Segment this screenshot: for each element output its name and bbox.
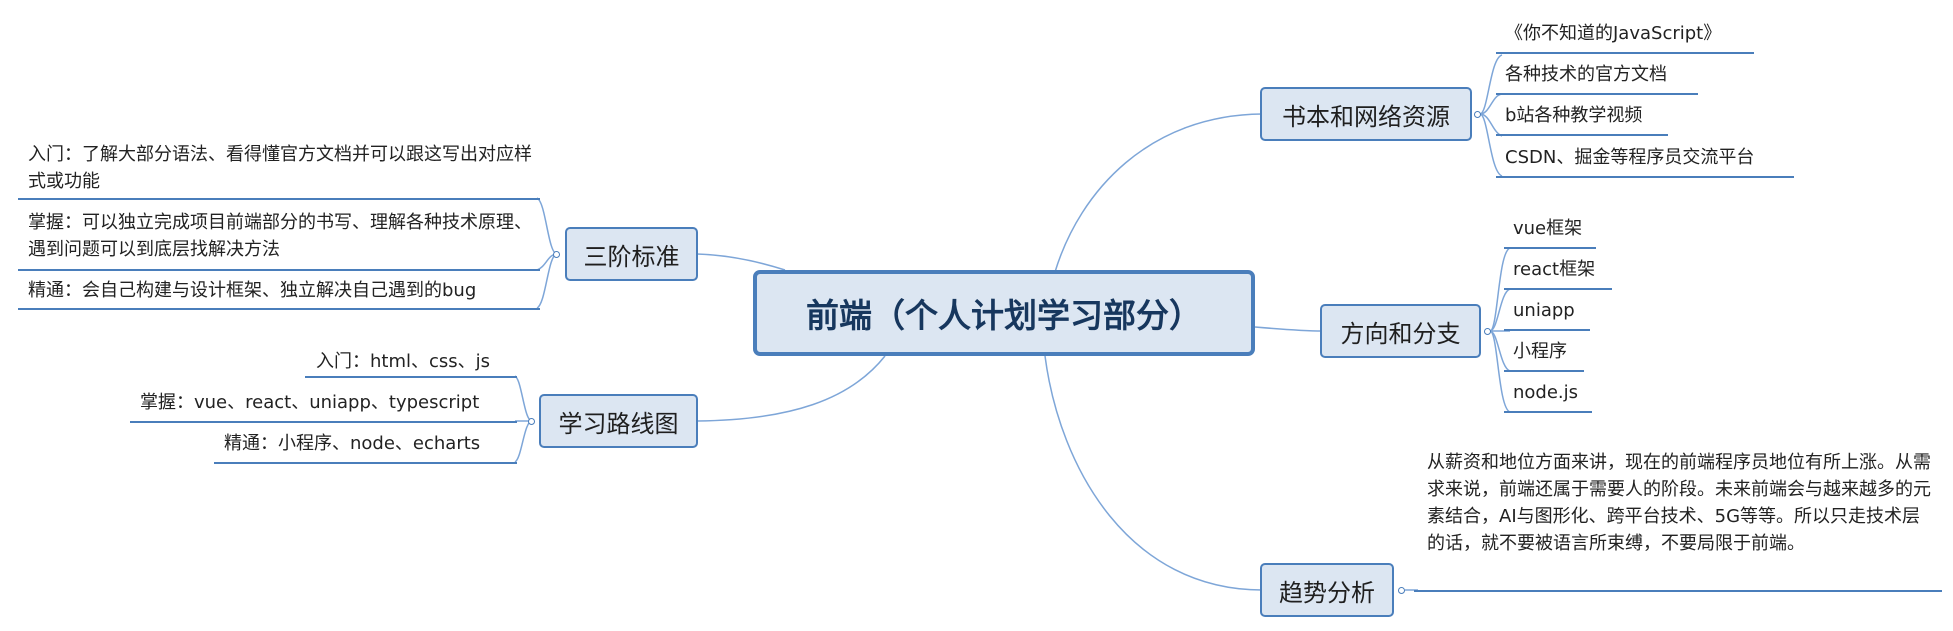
topic-standards-label: 三阶标准 [583, 242, 680, 271]
list-item: 入门：html、css、js [316, 351, 491, 372]
central-topic-label: 前端（个人计划学习部分） [806, 296, 1202, 335]
item-underline [1504, 329, 1590, 331]
collapse-toggle-resources[interactable] [1474, 111, 1481, 118]
item-underline [1496, 52, 1754, 54]
list-item: 掌握：可以独立完成项目前端部分的书写、理解各种技术原理、遇到问题可以到底层找解决… [28, 212, 532, 260]
list-item: CSDN、掘金等程序员交流平台 [1505, 147, 1755, 168]
topic-direction-label: 方向和分支 [1340, 319, 1461, 348]
topic-trend[interactable]: 趋势分析 [1260, 563, 1394, 617]
list-item: 《你不知道的JavaScript》 [1505, 23, 1722, 44]
topic-standards[interactable]: 三阶标准 [565, 227, 698, 281]
list-item: 精通：会自己构建与设计框架、独立解决自己遇到的bug [28, 280, 477, 301]
topic-trend-label: 趋势分析 [1279, 578, 1375, 607]
item-underline [18, 198, 540, 200]
list-item: node.js [1513, 382, 1579, 403]
item-underline [1504, 288, 1612, 290]
topic-roadmap[interactable]: 学习路线图 [539, 394, 698, 448]
list-item: b站各种教学视频 [1505, 105, 1643, 126]
list-item: 小程序 [1513, 341, 1567, 362]
collapse-toggle-standards[interactable] [553, 251, 560, 258]
item-underline [1504, 411, 1592, 413]
collapse-toggle-direction[interactable] [1484, 328, 1491, 335]
list-item: 精通：小程序、node、echarts [224, 433, 481, 454]
list-item: uniapp [1513, 300, 1575, 321]
item-underline [305, 376, 517, 378]
item-underline [18, 269, 540, 271]
item-underline [1414, 590, 1942, 592]
connector-resources [1054, 113, 1263, 273]
list-item: react框架 [1513, 259, 1596, 280]
connector-direction [1254, 326, 1323, 332]
connector-roadmap [696, 355, 886, 422]
topic-resources-label: 书本和网络资源 [1282, 102, 1450, 131]
topic-roadmap-label: 学习路线图 [558, 409, 679, 438]
item-underline [1504, 247, 1596, 249]
trend-analysis-text: 从薪资和地位方面来讲，现在的前端程序员地位有所上涨。从需求来说，前端还属于需要人… [1427, 452, 1931, 554]
central-topic[interactable]: 前端（个人计划学习部分） [753, 270, 1255, 356]
item-underline [1496, 134, 1668, 136]
collapse-toggle-roadmap[interactable] [528, 418, 535, 425]
list-item: 入门：了解大部分语法、看得懂官方文档并可以跟这写出对应样式或功能 [28, 144, 532, 192]
connector-standards [696, 253, 786, 271]
collapse-toggle-trend[interactable] [1398, 587, 1405, 594]
topic-direction[interactable]: 方向和分支 [1320, 304, 1481, 358]
item-underline [18, 308, 540, 310]
list-item: 各种技术的官方文档 [1505, 64, 1667, 85]
item-underline [1496, 176, 1794, 178]
list-item: vue框架 [1513, 218, 1583, 239]
item-underline [130, 421, 517, 423]
list-item: 掌握：vue、react、uniapp、typescript [140, 392, 480, 413]
item-underline [214, 462, 517, 464]
connector-trend [1044, 355, 1263, 591]
topic-resources[interactable]: 书本和网络资源 [1260, 87, 1472, 141]
item-underline [1496, 93, 1698, 95]
item-underline [1504, 370, 1584, 372]
